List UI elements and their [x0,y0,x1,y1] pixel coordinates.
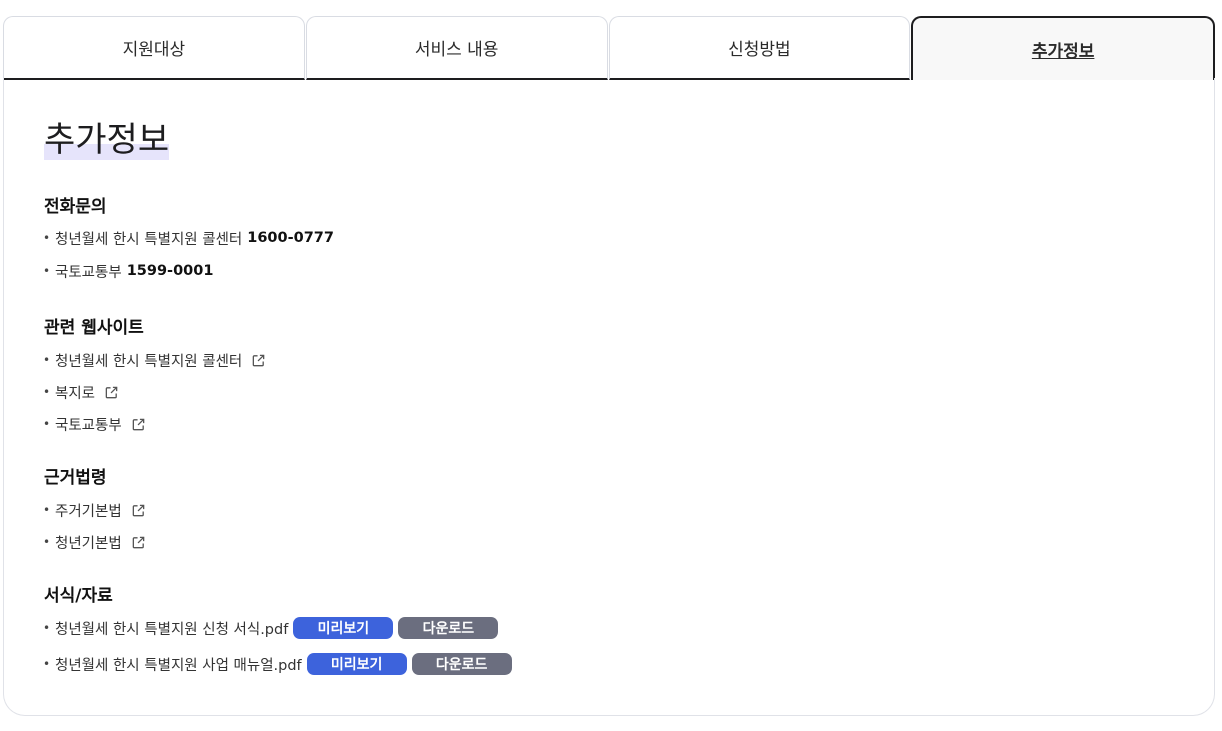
bullet: • [43,231,51,245]
law-label[interactable]: 청년기본법 [55,535,122,552]
tab-bar: 지원대상 서비스 내용 신청방법 추가정보 [3,16,1215,80]
phone-label: 청년월세 한시 특별지원 콜센터 [55,231,243,248]
bullet: • [43,621,51,635]
download-button[interactable]: 다운로드 [398,617,499,639]
website-item[interactable]: • 복지로 [43,381,119,403]
phone-number: 1599-0001 [126,263,214,279]
bullet: • [43,535,51,549]
section-title-websites: 관련 웹사이트 [44,318,144,338]
external-link-icon[interactable] [131,535,146,550]
section-title-laws: 근거법령 [44,468,107,488]
bullet: • [43,264,51,278]
form-item: • 청년월세 한시 특별지원 신청 서식.pdf 미리보기 다운로드 [43,617,499,639]
preview-button[interactable]: 미리보기 [293,617,394,639]
tab-additional-info[interactable]: 추가정보 [911,16,1215,80]
website-label[interactable]: 복지로 [55,385,96,402]
form-file-name: 청년월세 한시 특별지원 신청 서식.pdf [55,621,289,638]
website-item[interactable]: • 국토교통부 [43,413,146,435]
law-item[interactable]: • 청년기본법 [43,531,146,553]
preview-button[interactable]: 미리보기 [306,653,407,675]
external-link-icon[interactable] [251,353,266,368]
section-title-phone: 전화문의 [44,197,107,217]
phone-item: • 청년월세 한시 특별지원 콜센터 1600-0777 [43,227,334,249]
bullet: • [43,353,51,367]
tab-eligibility[interactable]: 지원대상 [3,16,305,80]
website-label[interactable]: 국토교통부 [55,417,122,434]
website-label[interactable]: 청년월세 한시 특별지원 콜센터 [55,353,243,370]
website-item[interactable]: • 청년월세 한시 특별지원 콜센터 [43,349,266,371]
phone-item: • 국토교통부 1599-0001 [43,260,213,282]
page-title: 추가정보 [44,120,170,160]
bullet: • [43,657,51,671]
tab-service-content[interactable]: 서비스 내용 [305,16,608,80]
form-file-name: 청년월세 한시 특별지원 사업 매뉴얼.pdf [55,657,302,674]
tab-application-method[interactable]: 신청방법 [608,16,911,80]
content-panel [3,78,1215,716]
external-link-icon[interactable] [131,417,146,432]
section-title-forms: 서식/자료 [44,586,113,606]
bullet: • [43,417,51,431]
external-link-icon[interactable] [104,385,119,400]
bullet: • [43,503,51,517]
law-item[interactable]: • 주거기본법 [43,499,146,521]
download-button[interactable]: 다운로드 [411,653,512,675]
phone-label: 국토교통부 [55,264,122,281]
form-item: • 청년월세 한시 특별지원 사업 매뉴얼.pdf 미리보기 다운로드 [43,653,512,675]
external-link-icon[interactable] [131,503,146,518]
phone-number: 1600-0777 [247,230,334,246]
bullet: • [43,385,51,399]
law-label[interactable]: 주거기본법 [55,503,122,520]
